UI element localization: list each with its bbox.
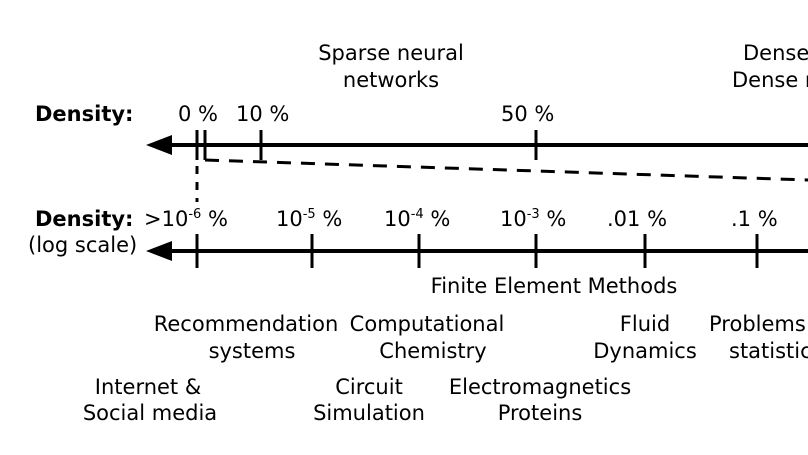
dense-label-line2: Dense n [732,68,808,92]
log-tick-label-1e-3: 10-3 % [500,207,567,231]
top-density-label: Density: [35,102,134,126]
internet-label-line1: Internet & [94,375,202,399]
log-tick-label-1: .1 % [731,207,778,231]
log-tick-label-01: .01 % [607,207,668,231]
dense-label-line1: Dense [743,41,808,65]
sparse-networks-label-line1: Sparse neural [318,41,464,65]
fem-label: Finite Element Methods [430,274,678,298]
top-tick-label-10: 10 % [236,102,290,126]
log-axis-arrowhead [146,241,172,261]
chemistry-label-line1: Computational [349,312,505,336]
log-density-label: Density: [35,207,134,231]
chemistry-label-line2: Chemistry [379,339,487,363]
em-label-line2: Proteins [497,401,583,425]
problems-label-line2: statistics [729,339,808,363]
internet-label-line2: Social media [82,401,218,425]
fluid-label-line1: Fluid [619,312,671,336]
log-tick-label-1e-5: 10-5 % [276,207,343,231]
circuit-label-line1: Circuit [335,375,403,399]
em-label-line1: Electromagnetics [448,375,632,399]
circuit-label-line2: Simulation [313,401,425,425]
log-scale-sublabel: (log scale) [28,233,138,257]
recommendation-label-line2: systems [208,339,296,363]
top-tick-label-50: 50 % [501,102,555,126]
sparse-networks-label-line2: networks [342,68,440,92]
problems-label-line1: Problems [709,312,806,336]
recommendation-label-line1: Recommendation [153,312,339,336]
fluid-label-line2: Dynamics [593,339,697,363]
mapping-dashed-line [204,158,808,182]
log-tick-label-1e-6: >10-6 % [144,207,228,231]
top-axis-arrowhead [146,135,172,155]
log-tick-label-1e-4: 10-4 % [384,207,451,231]
top-tick-label-0: 0 % [178,102,218,126]
